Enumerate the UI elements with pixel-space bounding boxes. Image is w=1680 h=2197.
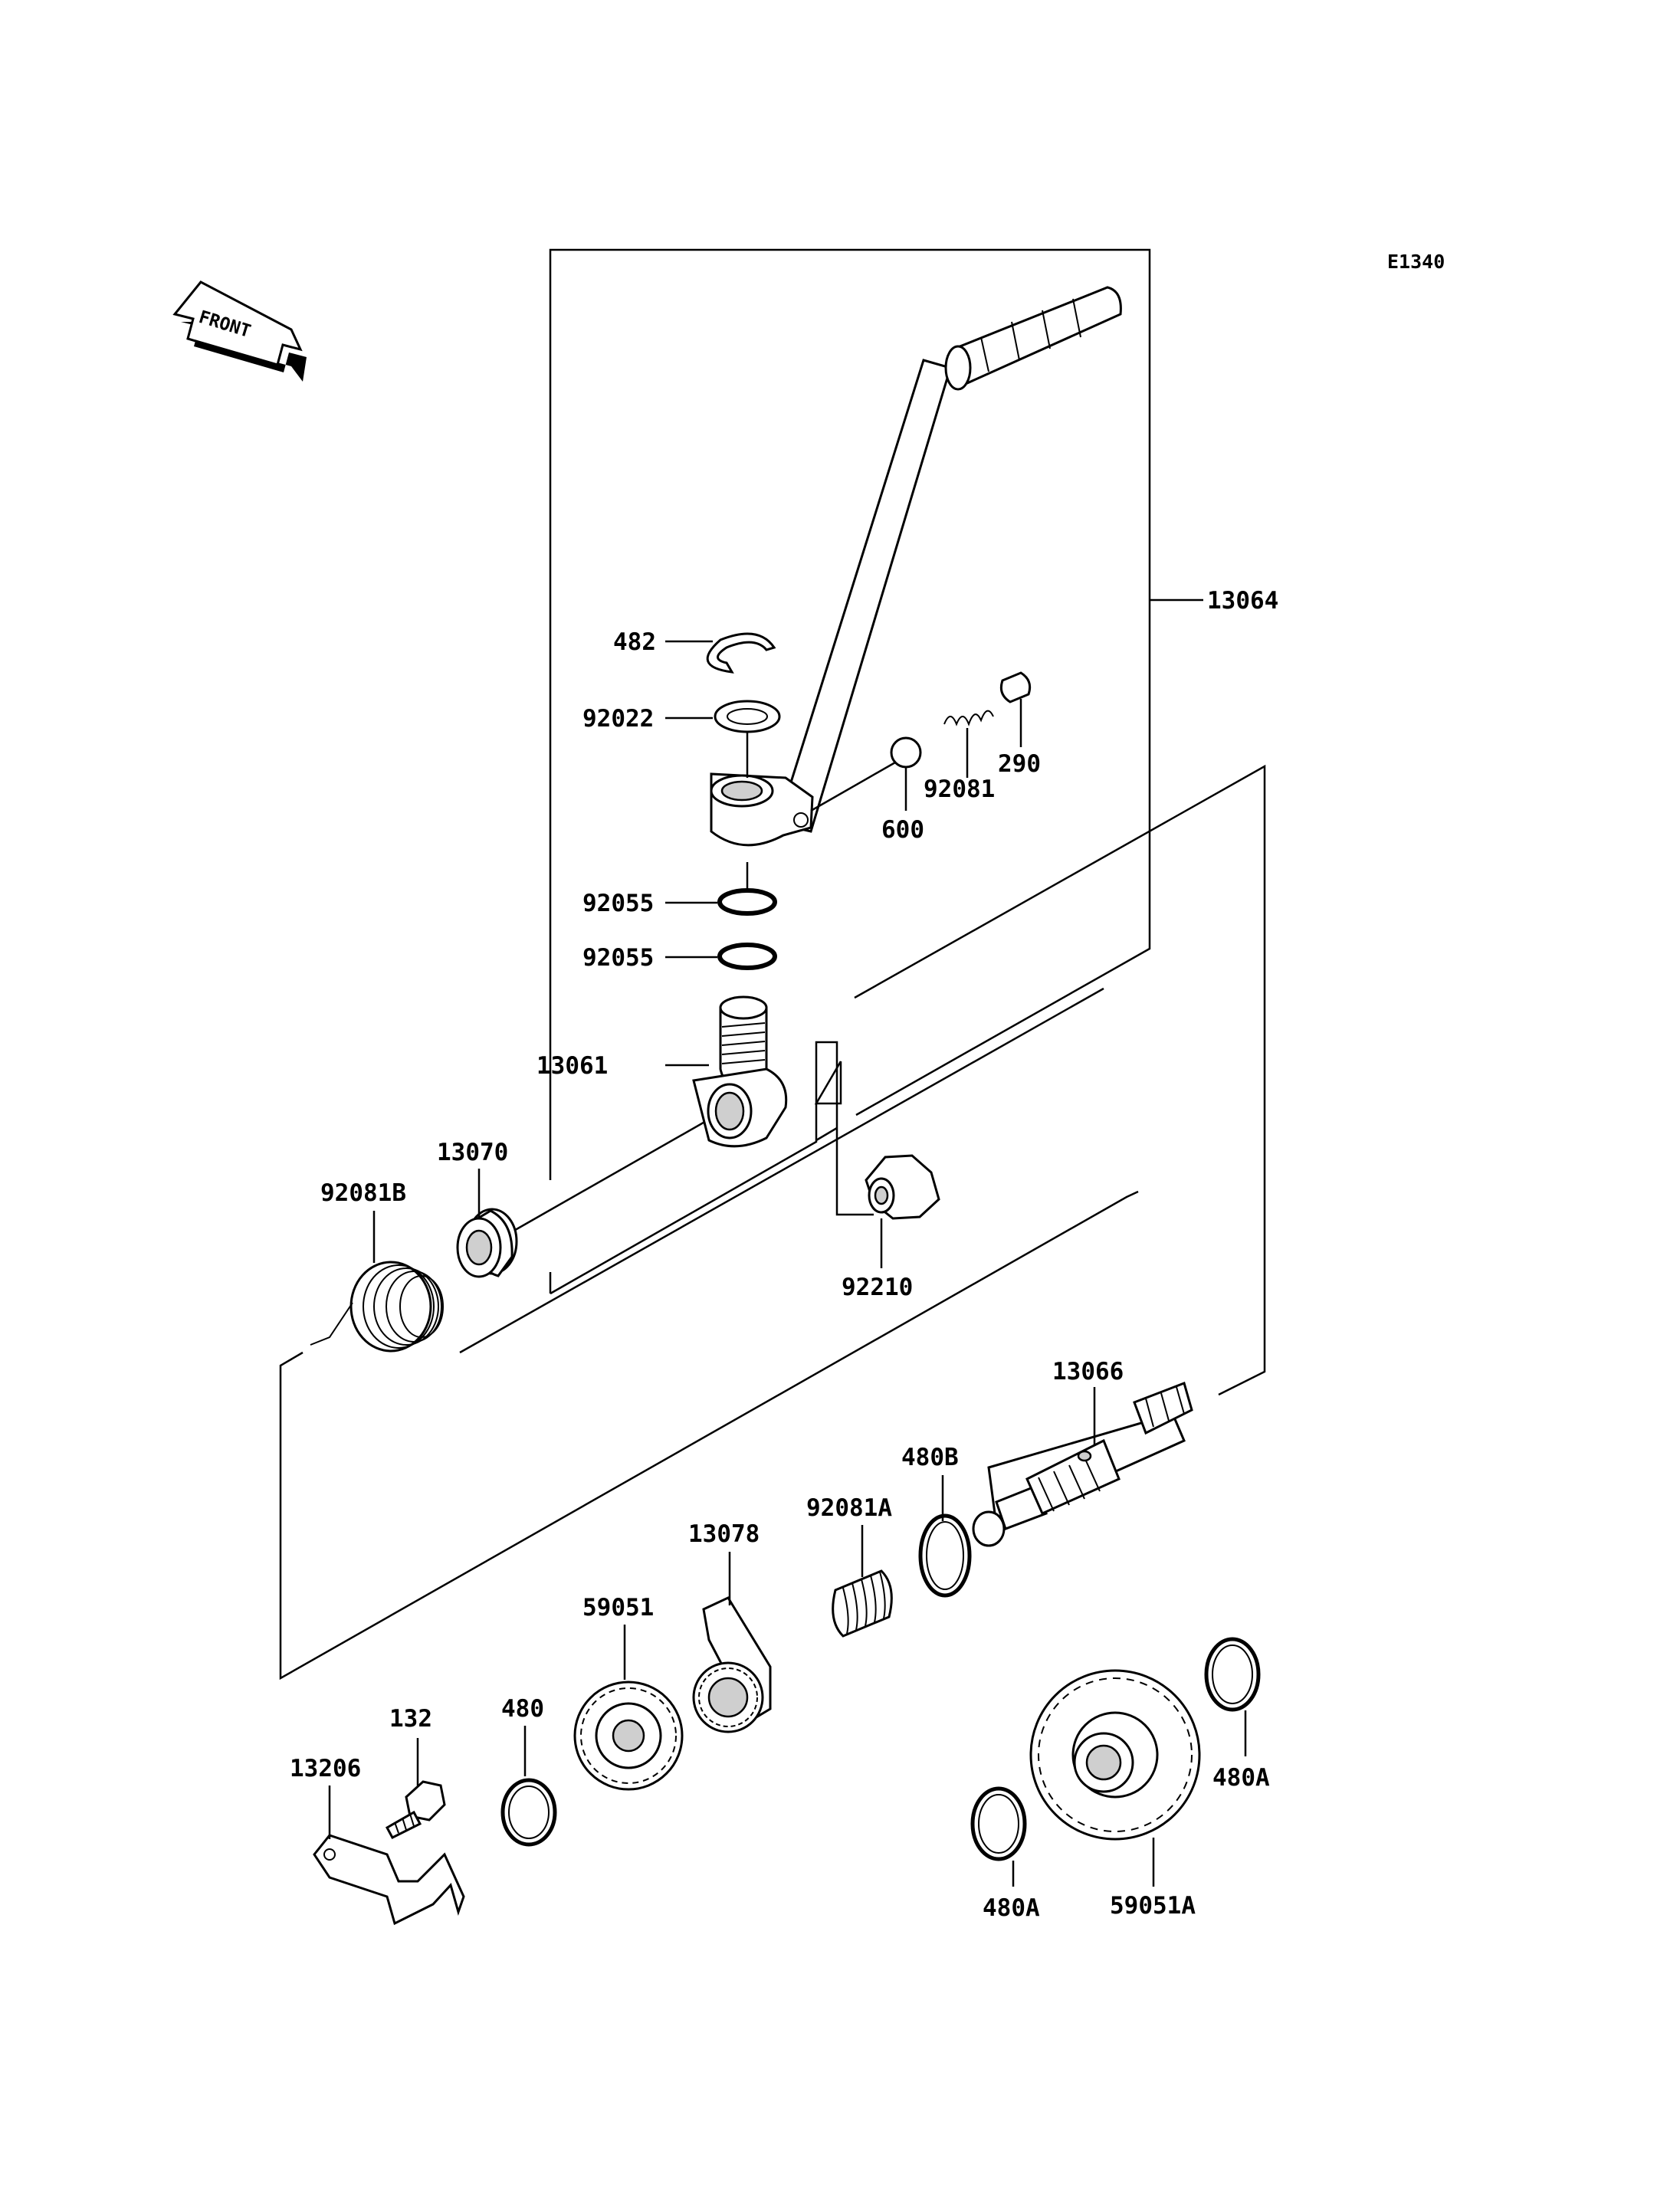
circlip-480A-right: [1204, 1637, 1261, 1712]
ball-600: [890, 736, 922, 769]
washer-92022: [714, 700, 781, 733]
diagram-code: E1340: [1387, 251, 1445, 273]
label-92055-upper: 92055: [582, 890, 654, 917]
label-92210: 92210: [842, 1274, 913, 1301]
label-132: 132: [389, 1705, 432, 1733]
circlip-482: [706, 632, 776, 674]
label-13066: 13066: [1052, 1358, 1124, 1385]
label-92081B: 92081B: [320, 1179, 406, 1207]
label-600: 600: [881, 816, 924, 844]
front-arrow-icon: FRONT: [172, 280, 307, 382]
nut-92210: [865, 1154, 940, 1220]
spring-92081A: [832, 1569, 893, 1638]
label-480B: 480B: [901, 1444, 959, 1471]
circlip-480A-bottom: [970, 1786, 1027, 1861]
kick-shaft-frame-left: [279, 1190, 1139, 1681]
spring-92081B: [310, 1261, 444, 1353]
label-13206: 13206: [290, 1755, 361, 1782]
label-13070: 13070: [437, 1139, 508, 1166]
frame-joint: [815, 1126, 838, 1142]
kick-shaft-13066: [972, 1382, 1193, 1547]
circlip-480B: [918, 1513, 972, 1598]
bolt-132: [385, 1780, 446, 1839]
gear-59051A: [1029, 1669, 1201, 1841]
label-59051A: 59051A: [1110, 1892, 1196, 1920]
label-92022: 92022: [582, 705, 654, 733]
gear-59051: [573, 1681, 684, 1791]
label-13064: 13064: [1207, 587, 1278, 615]
label-92081: 92081: [924, 776, 995, 803]
assembly-frame-upper: [814, 1061, 842, 1105]
label-290: 290: [998, 750, 1041, 778]
leader-600-guide: [810, 761, 896, 812]
label-482: 482: [613, 628, 656, 656]
kick-shaft-frame: [854, 764, 1266, 1396]
o-ring-92055-lower: [717, 943, 777, 970]
label-13061: 13061: [536, 1052, 608, 1080]
label-480: 480: [501, 1695, 544, 1723]
o-ring-92055-upper: [717, 888, 777, 916]
label-480A-right: 480A: [1212, 1764, 1270, 1792]
kick-pedal-frame: [549, 248, 1151, 1180]
pin-290: [999, 671, 1032, 703]
frame-diagonal: [459, 987, 1104, 1354]
label-92055-lower: 92055: [582, 944, 654, 972]
ratchet-13078: [692, 1596, 772, 1733]
leader-13061-line: [510, 1116, 714, 1234]
label-480A-bottom: 480A: [983, 1894, 1040, 1922]
guide-13206: [313, 1834, 465, 1926]
label-92081A: 92081A: [806, 1494, 892, 1522]
circlip-480: [500, 1778, 557, 1847]
label-13078: 13078: [688, 1520, 760, 1548]
kick-pedal-lever: [710, 286, 1122, 847]
bushing-13070: [456, 1208, 518, 1278]
kick-lever-13061: [692, 995, 788, 1148]
label-59051: 59051: [582, 1594, 654, 1622]
frame-lower-return: [550, 1041, 874, 1295]
spring-92081: [943, 710, 994, 726]
